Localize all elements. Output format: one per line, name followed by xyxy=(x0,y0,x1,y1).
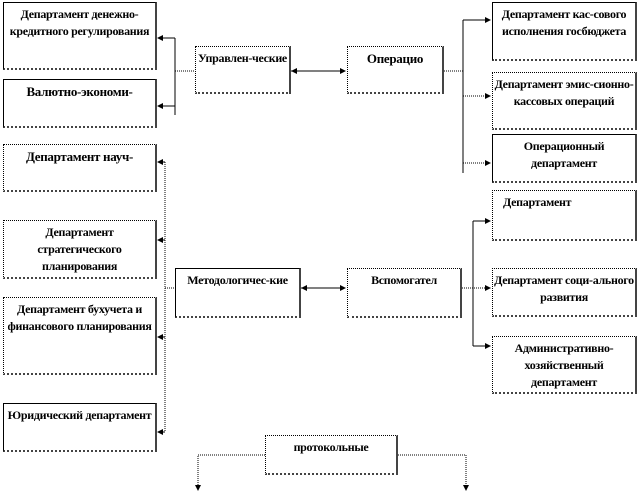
dept-strategic-planning: Департамент стратегического планирования xyxy=(3,220,157,279)
dept-emission-cash: Департамент эмис-сионно-кассовых операци… xyxy=(492,72,637,130)
operations-group: Операцио xyxy=(347,46,444,94)
dept-monetary-regulation: Департамент денежно-кредитного регулиров… xyxy=(3,2,157,70)
dept-legal: Юридический департамент xyxy=(3,403,157,452)
methodology-group: Методологичес-кие xyxy=(175,268,301,318)
dept-accounting: Департамент бухучета и финансового плани… xyxy=(3,297,157,375)
dept-automation: Департамент xyxy=(492,190,637,241)
dept-budget-execution: Департамент кас-сового исполнения госбюд… xyxy=(492,2,637,61)
dept-operational: Операционный департамент xyxy=(492,134,637,183)
auxiliary-group: Вспомогател xyxy=(347,268,462,318)
dept-administrative: Административно-хозяйственный департамен… xyxy=(492,336,637,394)
dept-currency-economic: Валютно-экономи- xyxy=(3,79,157,128)
protocol-group: протокольные xyxy=(265,435,398,475)
management-group: Управлен-ческие xyxy=(195,46,291,94)
dept-science: Департамент науч- xyxy=(3,144,157,192)
dept-social-development: Департамент соци-ального развития xyxy=(492,268,637,317)
